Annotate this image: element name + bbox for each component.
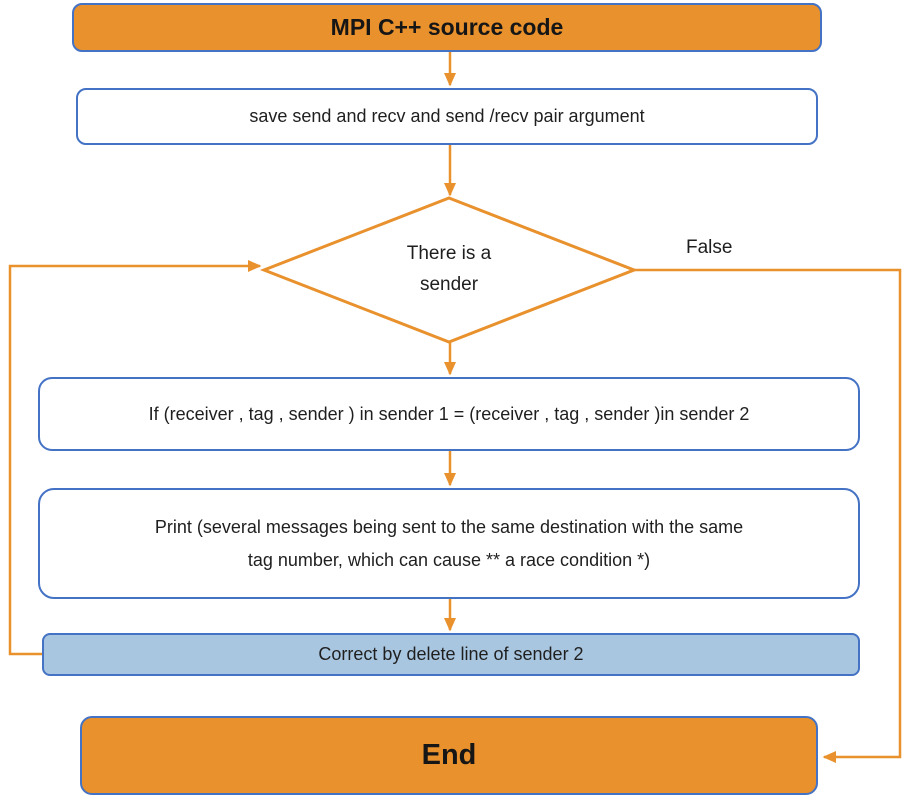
node-save-arguments-label: save send and recv and send /recv pair a… [249,106,645,126]
node-decision-line2: sender [419,274,479,295]
node-save-arguments: save send and recv and send /recv pair a… [76,88,818,145]
node-start: MPI C++ source code [72,3,822,52]
node-print-warning-line2: tag number, which can cause ** a race co… [247,549,651,570]
node-correct-action-label: Correct by delete line of sender 2 [318,644,584,664]
edge-loop-back [8,260,262,656]
node-print-warning-line1: Print (several messages being sent to th… [154,516,744,537]
node-correct-action: Correct by delete line of sender 2 [42,633,860,676]
node-end-label: End [421,739,477,771]
node-print-warning: Print (several messages being sent to th… [38,488,860,599]
node-start-label: MPI C++ source code [330,14,564,40]
node-decision-label: There is a sender [349,238,549,300]
node-end: End [80,716,818,795]
edge-label-false: False [686,237,733,258]
node-decision-line1: There is a [406,243,492,264]
node-compare-condition-label: If (receiver , tag , sender ) in sender … [148,403,750,424]
edge-false-path [634,268,902,763]
node-compare-condition: If (receiver , tag , sender ) in sender … [38,377,860,451]
